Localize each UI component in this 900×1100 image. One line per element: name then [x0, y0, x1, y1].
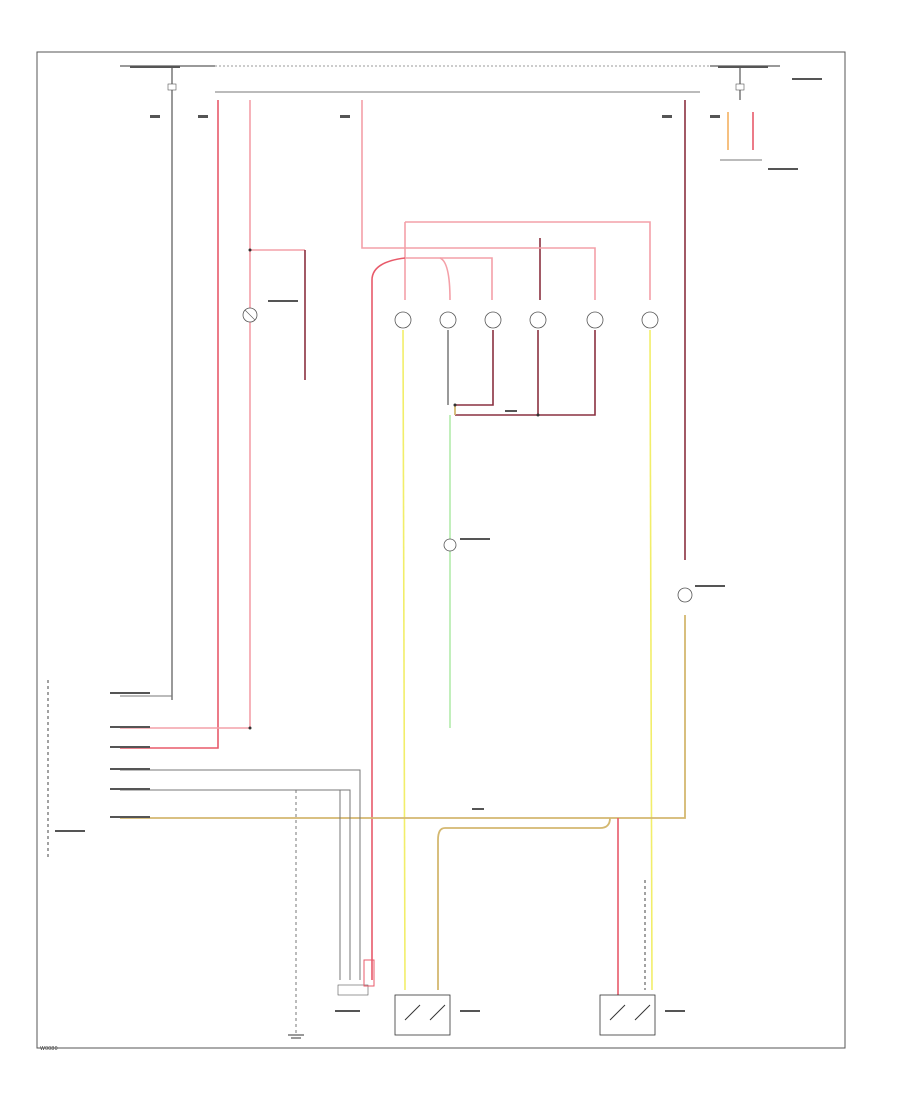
diagram-frame [36, 51, 846, 1049]
lamp-1 [394, 311, 412, 329]
lamp-row [394, 311, 659, 329]
lamp-ground-wires [447, 330, 596, 417]
relay-feed-wires [720, 112, 762, 161]
left-switch [394, 994, 451, 1036]
right-switch [599, 994, 656, 1036]
lamp-4 [529, 311, 547, 329]
lamp-5 [586, 311, 604, 329]
top-power-bus [120, 65, 780, 93]
center-feed-wires [361, 100, 651, 980]
yellow-wires [402, 329, 653, 991]
lamp-center-lower [443, 538, 457, 552]
fuse-left [167, 66, 177, 700]
green-wire [443, 415, 457, 728]
lamp-3 [484, 311, 502, 329]
corner-code: W0080 [40, 1046, 58, 1052]
fuse-right [735, 66, 745, 100]
trunk-lamp [242, 307, 258, 323]
bottom-connector [337, 959, 375, 996]
lamp-right-lower [677, 587, 693, 603]
ground-symbol [288, 1034, 304, 1039]
wire-label-blocks [55, 66, 822, 1012]
connector-pin-lines [120, 695, 361, 1035]
right-feed-wire [120, 100, 693, 819]
lamp-2 [439, 311, 457, 329]
switch-feed-wires [437, 817, 646, 995]
left-feed-wires [120, 100, 306, 749]
lamp-6 [641, 311, 659, 329]
